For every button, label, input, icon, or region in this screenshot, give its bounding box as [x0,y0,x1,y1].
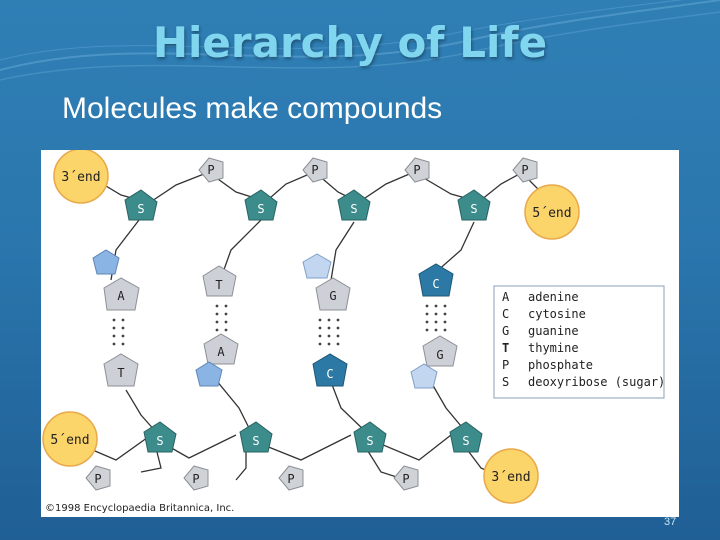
copyright-text: ©1998 Encyclopaedia Britannica, Inc. [45,503,234,514]
end-circle-bottom-right: 3´end [484,449,538,503]
svg-text:thymine: thymine [528,341,579,355]
svg-text:adenine: adenine [528,290,579,304]
phosphate-node: P [303,158,327,182]
svg-text:S: S [470,202,477,216]
svg-text:P: P [402,472,409,486]
sugar-node: S [240,422,272,452]
svg-text:P: P [413,163,420,177]
phosphate-node: P [184,466,208,490]
bond-pair-2 [216,305,228,332]
phosphate-node: P [405,158,429,182]
base-group-bottom: T A C G [104,334,457,388]
sugar-node: S [354,422,386,452]
base-thymine: T [203,266,236,296]
base-guanine: G [411,336,457,388]
svg-text:T: T [117,366,124,380]
bond-pair-4 [426,305,447,332]
base-group-top: A T G C [93,250,453,310]
svg-text:S: S [366,434,373,448]
end-circle-top-left: 3´end [54,150,108,203]
phosphate-node: P [199,158,223,182]
sugar-group-bottom: S S S S [144,422,482,452]
svg-text:A: A [502,290,510,304]
base-adenine: A [93,250,139,310]
base-cytosine: C [419,264,453,296]
end-circle-top-right: 5´end [525,185,579,239]
phosphate-node: P [279,466,303,490]
svg-text:P: P [287,472,294,486]
phosphate-node: P [513,158,537,182]
svg-text:P: P [192,472,199,486]
svg-text:S: S [502,375,509,389]
dna-diagram: 3´end 5´end 5´end 3´end P P P P P P P P [41,150,679,517]
svg-text:S: S [156,434,163,448]
end-label: 5´end [50,433,89,448]
svg-text:A: A [117,289,125,303]
phosphate-node: P [394,466,418,490]
sugar-group-top: S S S S [125,190,490,220]
sugar-node: S [245,190,277,220]
dna-diagram-panel: 3´end 5´end 5´end 3´end P P P P P P P P [41,150,679,517]
svg-text:T: T [215,278,222,292]
end-label: 3´end [61,170,100,185]
base-cytosine: C [313,354,347,386]
svg-text:A: A [217,345,225,359]
bond-pair-3 [319,319,340,346]
svg-text:C: C [432,277,439,291]
phosphate-group-bottom: P P P P [86,466,418,490]
svg-text:P: P [207,163,214,177]
slide-subtitle: Molecules make compounds [62,92,442,126]
bond-pair-1 [113,319,125,346]
svg-text:P: P [502,358,509,372]
base-thymine: T [104,354,138,386]
base-guanine: G [303,254,350,310]
slide-title: Hierarchy of Life [0,18,700,67]
svg-text:C: C [326,367,333,381]
svg-text:T: T [502,341,509,355]
svg-text:guanine: guanine [528,324,579,338]
svg-text:S: S [462,434,469,448]
svg-text:G: G [329,289,336,303]
svg-text:C: C [502,307,509,321]
svg-text:P: P [311,163,318,177]
end-label: 3´end [491,470,530,485]
sugar-node: S [125,190,157,220]
svg-text:P: P [521,163,528,177]
base-adenine: A [196,334,238,386]
svg-text:phosphate: phosphate [528,358,593,372]
svg-text:S: S [350,202,357,216]
svg-text:G: G [502,324,509,338]
slide-number: 37 [664,516,676,528]
svg-text:deoxyribose (sugar): deoxyribose (sugar) [528,375,665,389]
hydrogen-bonds [113,305,447,346]
sugar-node: S [458,190,490,220]
end-label: 5´end [532,206,571,221]
svg-text:S: S [257,202,264,216]
svg-text:G: G [436,348,443,362]
svg-text:cytosine: cytosine [528,307,586,321]
phosphate-group-top: P P P P [199,158,537,182]
end-circle-bottom-left: 5´end [43,412,97,466]
phosphate-node: P [86,466,110,490]
svg-text:S: S [137,202,144,216]
sugar-node: S [450,422,482,452]
sugar-node: S [144,422,176,452]
svg-text:P: P [94,472,101,486]
svg-text:S: S [252,434,259,448]
